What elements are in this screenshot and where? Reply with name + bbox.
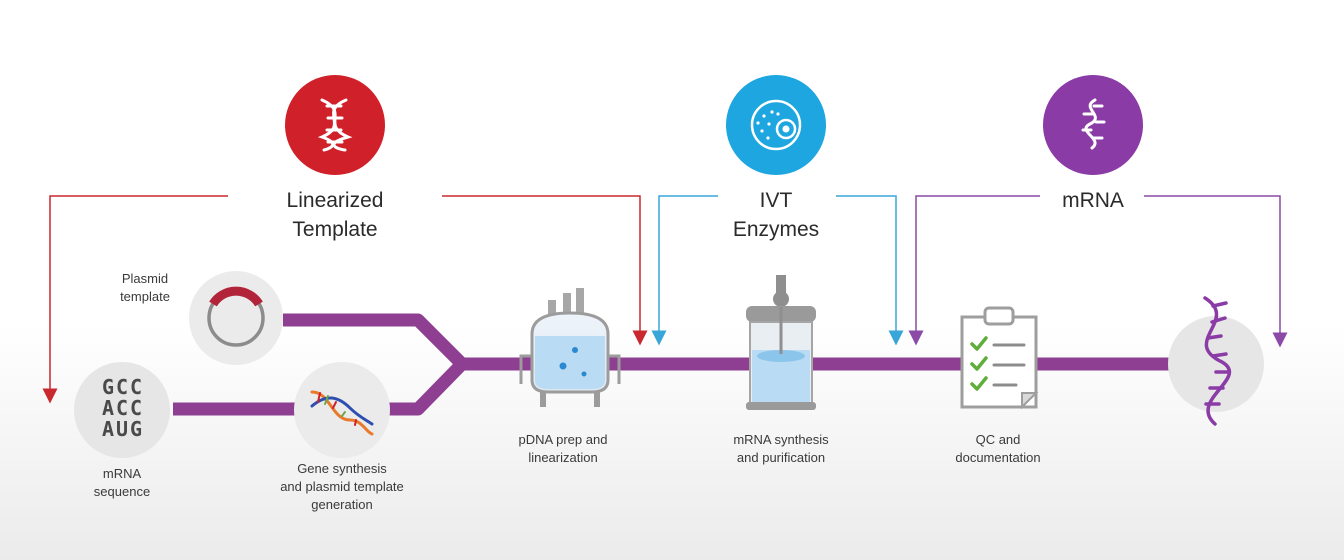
mrna-connectors [908, 195, 1288, 348]
pdna-prep-reactor-icon [519, 288, 621, 407]
qc-clipboard-icon [960, 306, 1039, 410]
pipeline-lower-branch [173, 359, 467, 416]
pdna-label-line1: pDNA prep and [518, 432, 608, 447]
mrna-label: mRNA [1043, 186, 1143, 215]
plasmid-label-line2: template [120, 289, 170, 304]
mrna-strand-icon [1203, 296, 1232, 426]
mrna-synthesis-label: mRNA synthesis and purification [706, 431, 856, 467]
qc-label-line1: QC and [975, 432, 1021, 447]
gene-synthesis-node [294, 362, 390, 458]
plasmid-template-node [189, 271, 283, 365]
cell-icon [750, 99, 802, 151]
sequence-label-line2: sequence [93, 484, 151, 499]
linearized-template-label: Linearized Template [255, 186, 415, 244]
gene-synthesis-line1: Gene synthesis [297, 461, 387, 476]
linearized-template-icon [285, 75, 385, 175]
linearized-label-line2: Template [292, 218, 378, 241]
pdna-label-line2: linearization [528, 450, 598, 465]
colored-dna-icon [310, 390, 374, 436]
gene-synthesis-line3: generation [311, 497, 373, 512]
plasmid-template-label: Plasmid template [100, 270, 190, 306]
mrna-codons: GCC ACC AUG [90, 377, 156, 440]
qc-label: QC and documentation [928, 431, 1068, 467]
final-mrna-node [1168, 296, 1264, 426]
mrna-sequence-node [74, 362, 170, 458]
ivt-label-line2: Enzymes [732, 218, 820, 241]
rna-strand-icon [1081, 98, 1106, 150]
synthesis-label-line1: mRNA synthesis [733, 432, 829, 447]
sequence-label-line1: mRNA [102, 466, 142, 481]
ivt-enzymes-label: IVT Enzymes [706, 186, 846, 244]
dna-helix-icon [317, 98, 353, 152]
connector-to-pdna-red [442, 195, 648, 346]
plasmid-label-line1: Plasmid [121, 271, 169, 286]
qc-label-line2: documentation [955, 450, 1041, 465]
connector-to-final [1144, 195, 1288, 348]
mrna-sequence-label: mRNA sequence [72, 465, 172, 501]
pdna-prep-label: pDNA prep and linearization [493, 431, 633, 467]
ivt-enzymes-icon [726, 75, 826, 175]
mrna-label-text: mRNA [1062, 189, 1124, 212]
connector-to-sequence [42, 195, 228, 404]
ivt-label-line1: IVT [759, 189, 793, 212]
mrna-icon [1043, 75, 1143, 175]
codon-2: ACC [101, 396, 145, 420]
synthesis-label-line2: and purification [736, 450, 826, 465]
ivt-connectors [651, 195, 904, 346]
gene-synthesis-line2: and plasmid template [280, 479, 404, 494]
pipeline-upper-branch [283, 313, 467, 369]
connector-to-qc-purple [908, 195, 1040, 346]
linearized-label-line1: Linearized [286, 189, 384, 212]
linearized-connectors [42, 195, 648, 404]
gene-synthesis-label: Gene synthesis and plasmid template gene… [252, 460, 432, 514]
connector-to-pdna-blue [651, 195, 718, 346]
check-icons [970, 336, 988, 391]
codon-1: GCC [101, 375, 145, 399]
connector-to-qc-blue [836, 195, 904, 346]
plasmid-insert-icon [209, 286, 263, 307]
mrna-synthesis-vessel-icon [746, 275, 816, 410]
codon-3: AUG [101, 417, 145, 441]
